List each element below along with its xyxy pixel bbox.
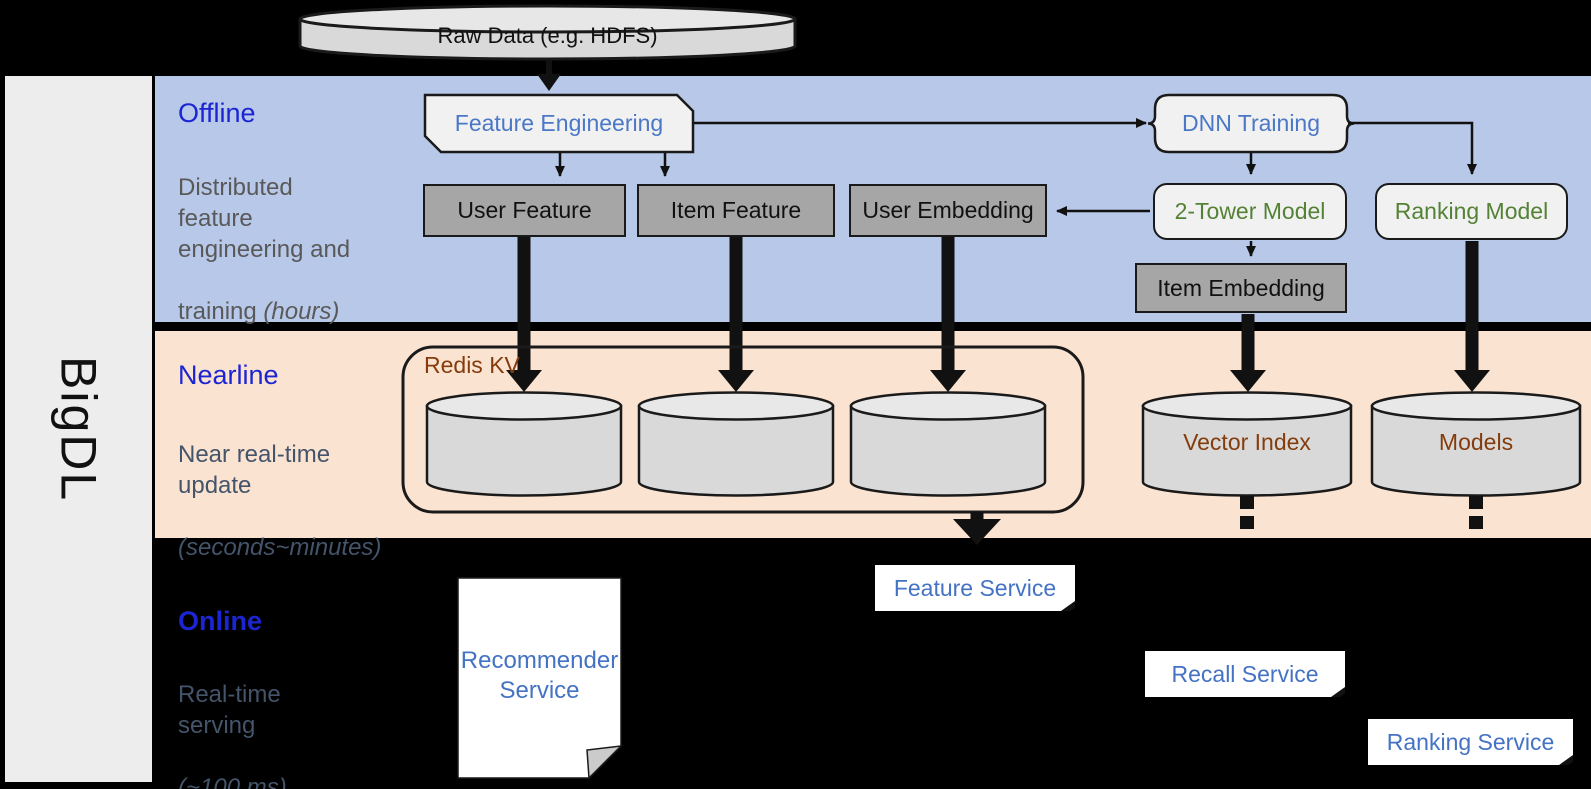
offline-title: Offline	[178, 98, 256, 128]
item-feature-node: Item Feature	[637, 184, 835, 237]
thick-pipes	[506, 237, 1490, 392]
bigdl-label: BigDL	[50, 355, 107, 503]
recall-service-node: Recall Service	[1145, 651, 1347, 704]
user-embedding-node: User Embedding	[849, 184, 1047, 237]
recommender-service-document	[457, 577, 624, 780]
feature-engineering-shape	[423, 93, 695, 154]
redis-cylinders	[425, 391, 1047, 497]
nearline-description-lines: Near real-time update	[178, 441, 331, 499]
dashed-pipes	[1240, 496, 1483, 529]
ranking-service-node: Ranking Service	[1368, 719, 1575, 772]
user-feature-node: User Feature	[423, 184, 626, 237]
two-tower-model-node: 2-Tower Model	[1153, 183, 1347, 240]
nearline-description-italic: (seconds~minutes)	[178, 534, 382, 561]
raw-data-cylinder	[298, 4, 797, 61]
redis-kv-container	[401, 345, 1085, 514]
nearline-description: Near real-time update (seconds~minutes)	[178, 408, 458, 563]
item-embedding-node: Item Embedding	[1135, 263, 1347, 313]
feature-service-node: Feature Service	[875, 565, 1077, 618]
redis-to-feature-service-arrow	[953, 512, 1001, 545]
redis-kv-label: Redis KV	[424, 352, 520, 378]
online-description: Real-time serving (~100 ms)	[178, 648, 378, 789]
online-title: Online	[178, 606, 263, 636]
recommender-service-label: Recommender Service	[460, 647, 619, 704]
offline-description: Distributed feature engineering and trai…	[178, 141, 428, 327]
online-description-lines: Real-time serving	[178, 681, 281, 739]
online-description-italic: (~100 ms)	[178, 774, 287, 789]
offline-description-tail: training	[178, 298, 264, 325]
offline-description-lines: Distributed feature engineering and	[178, 174, 351, 263]
thin-flow-arrows	[555, 118, 1477, 257]
dnn-training-shape	[1147, 93, 1355, 154]
feature-engineering-node: Feature Engineering	[454, 110, 664, 136]
bigdl-sidebar: BigDL	[5, 76, 152, 782]
ranking-model-node: Ranking Model	[1375, 183, 1568, 240]
vector-index-cylinder	[1141, 391, 1353, 497]
nearline-title: Nearline	[178, 360, 279, 390]
models-label: Models	[1438, 428, 1514, 455]
raw-data-label: Raw Data (e.g. HDFS)	[437, 23, 658, 48]
raw-data-to-feature-engineering-arrow	[537, 60, 561, 91]
vector-index-label: Vector Index	[1183, 428, 1311, 455]
offline-description-italic: (hours)	[263, 298, 340, 325]
dnn-training-node: DNN Training	[1181, 110, 1321, 136]
models-cylinder	[1370, 391, 1582, 497]
